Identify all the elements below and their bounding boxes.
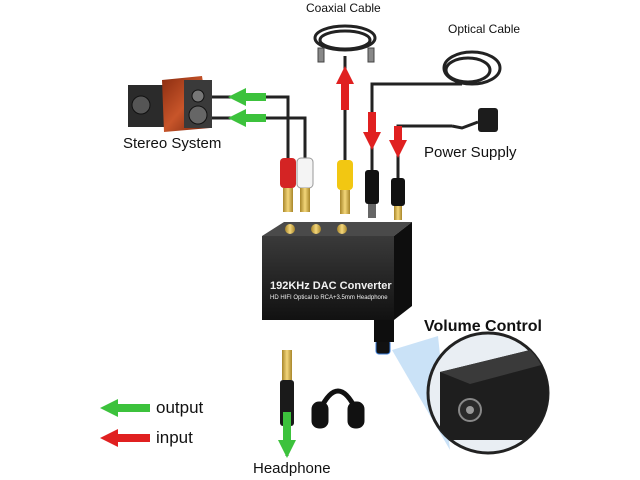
optical-cable-image [442,50,502,86]
device-subtitle: HD HIFI Optical to RCA+3.5mm Headphone [270,295,388,301]
speaker-cables [212,95,307,158]
volume-control-label: Volume Control [424,318,542,335]
dac-device [262,222,412,355]
usb-power-plug [391,178,405,220]
power-adapter-image [451,108,498,132]
legend-input-arrow [100,429,150,447]
volume-zoom-callout [392,331,550,455]
output-arrow-headphone [278,412,296,458]
rca-plug-yellow [337,160,353,214]
headphone-label: Headphone [253,460,331,477]
legend-output-arrow [100,399,150,417]
stereo-system-label: Stereo System [123,135,222,152]
optical-plug [365,170,379,218]
legend-output-label: output [156,398,204,417]
rca-plug-white [296,157,314,212]
device-title: 192KHz DAC Converter [270,280,392,292]
power-supply-label: Power Supply [424,144,517,161]
legend-input-label: input [156,428,193,447]
optical-cable-label: Optical Cable [448,22,521,36]
rca-plug-red [280,158,296,212]
input-arrows [336,66,407,158]
coaxial-cable-image [313,24,377,63]
headphones-image [311,388,365,429]
output-arrows-speaker [228,88,266,127]
stereo-speakers-image [128,76,212,132]
coaxial-cable-label: Coaxial Cable [306,1,381,15]
